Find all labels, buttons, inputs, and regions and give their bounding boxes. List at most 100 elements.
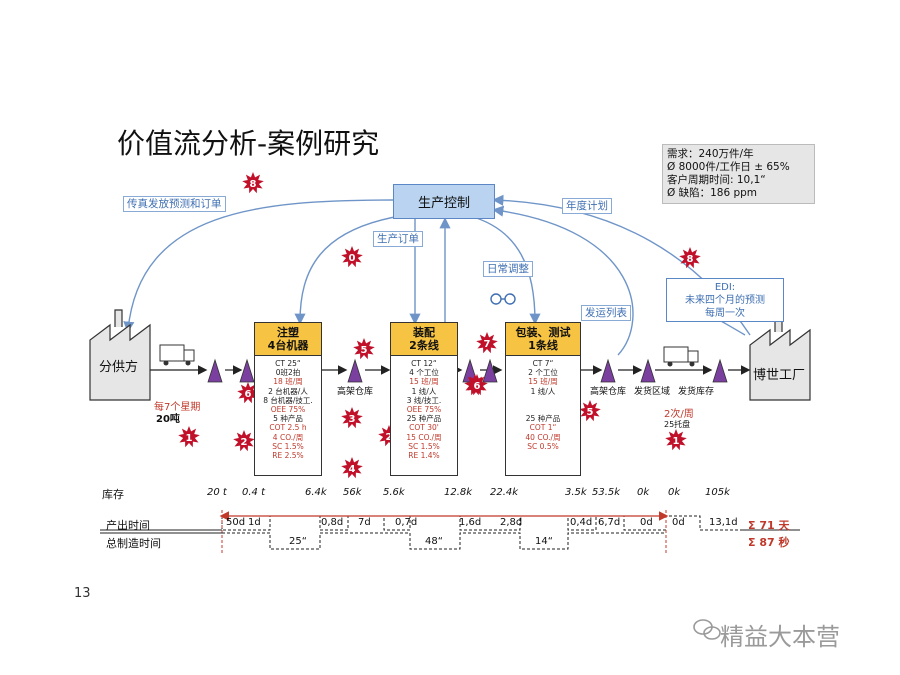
process-data-line bbox=[506, 405, 580, 414]
kaizen-burst-shape bbox=[353, 338, 375, 360]
inventory-triangles bbox=[207, 358, 728, 383]
lead-time-value: 1d bbox=[248, 517, 261, 528]
process-name: 注塑 bbox=[277, 326, 299, 339]
inventory-triangle bbox=[600, 358, 616, 383]
lead-time-value: 0,4d bbox=[570, 517, 593, 528]
shipping-to-control-arrow bbox=[492, 205, 634, 356]
kaizen-burst: 5 bbox=[579, 400, 601, 422]
lead-time-value: 0,7d bbox=[395, 517, 418, 528]
kaizen-burst-number: 8 bbox=[250, 179, 257, 190]
process-data-line: 1 线/人 bbox=[530, 386, 556, 396]
watermark-text: 精益大本营 bbox=[720, 623, 840, 651]
process-data-line: CT 25“ bbox=[275, 359, 301, 368]
edi-line: 未来四个月的预测 bbox=[685, 295, 765, 306]
customer-factory-icon bbox=[749, 314, 811, 401]
edi-line: 每周一次 bbox=[705, 308, 745, 319]
kaizen-burst: 8 bbox=[242, 172, 264, 194]
lead-time-label: 产出时间 bbox=[106, 519, 150, 532]
production-control-box: 生产控制 bbox=[393, 184, 495, 219]
kaizen-burst: 0 bbox=[341, 246, 363, 268]
shipping-area-label: 发货区域 bbox=[634, 387, 671, 397]
cycle-time-value: 14“ bbox=[535, 536, 553, 547]
process-sub: 4台机器 bbox=[267, 339, 309, 352]
production-order-label: 生产订单 bbox=[373, 231, 423, 247]
kaizen-burst-number: 2 bbox=[241, 437, 248, 448]
kaizen-burst-shape bbox=[579, 400, 601, 422]
process-data-line: 4 个工位 bbox=[409, 368, 439, 378]
process-data-line: OEE 75% bbox=[270, 405, 306, 415]
inventory-value: 5.6k bbox=[383, 487, 405, 498]
process-sub: 1条线 bbox=[528, 339, 558, 352]
lead-time-value: 1,6d bbox=[459, 517, 482, 528]
process-name: 装配 bbox=[413, 326, 435, 339]
inventory-value: 0k bbox=[668, 487, 681, 498]
lead-time-value: 7d bbox=[358, 517, 371, 528]
edi-line: EDI: bbox=[714, 282, 736, 293]
process-data-line: 4 CO./周 bbox=[272, 432, 304, 442]
process-data-line: COT 2.5 h bbox=[269, 423, 307, 433]
inventory-value: 3.5k bbox=[565, 487, 587, 498]
warehouse-label-2: 高架仓库 bbox=[590, 387, 627, 397]
kaizen-burst-shape bbox=[233, 430, 255, 452]
kaizen-burst: 1 bbox=[178, 426, 200, 448]
lead-time-value: 2,8d bbox=[500, 517, 523, 528]
process-data-line: COT 1“ bbox=[529, 423, 557, 433]
process-data-line: 5 种产品 bbox=[273, 414, 303, 424]
demand-line: 客户周期时间: 10,1“ bbox=[667, 174, 766, 186]
kaizen-burst-shape bbox=[679, 247, 701, 269]
supplier-frequency: 每7个星期 bbox=[154, 402, 201, 413]
kaizen-burst-number: 5 bbox=[361, 345, 368, 356]
kaizen-burst-shape bbox=[665, 429, 687, 451]
demand-line: Ø 缺陷：186 ppm bbox=[667, 187, 758, 199]
inventory-value: 105k bbox=[705, 487, 730, 498]
page-title: 价值流分析-案例研究 bbox=[117, 127, 380, 160]
kaizen-bursts: 808162353426751 bbox=[178, 172, 701, 479]
kaizen-burst: 6 bbox=[237, 382, 259, 404]
process-data-line: RE 1.4% bbox=[408, 451, 440, 461]
inventory-value: 12.8k bbox=[444, 487, 473, 498]
process-data-line: CT 7“ bbox=[532, 359, 554, 368]
process-data-line: 25 种产品 bbox=[525, 414, 561, 424]
kaizen-burst-number: 1 bbox=[186, 433, 193, 444]
supplier-factory-icon bbox=[89, 309, 151, 401]
process-data-line bbox=[506, 396, 580, 405]
total-lead-time: Σ 71 天 bbox=[748, 519, 790, 532]
shipping-list-label: 发运列表 bbox=[581, 305, 631, 321]
lead-time-value: 0d bbox=[672, 517, 685, 528]
process-data-line: 15 班/周 bbox=[409, 377, 439, 387]
kaizen-burst: 6 bbox=[466, 374, 488, 396]
kaizen-burst-number: 3 bbox=[349, 414, 356, 425]
inventory-triangle bbox=[640, 358, 656, 383]
inventory-triangle bbox=[712, 358, 728, 383]
kaizen-burst-number: 6 bbox=[474, 381, 481, 392]
lead-time-line bbox=[100, 510, 800, 555]
inventory-triangle bbox=[482, 358, 498, 383]
demand-line: 需求：240万件/年 bbox=[667, 148, 754, 160]
demand-line: Ø 8000件/工作日 ± 65% bbox=[667, 161, 790, 173]
process-data-line: CT 12“ bbox=[411, 359, 437, 368]
inventory-value: 0k bbox=[637, 487, 650, 498]
annual-plan-label: 年度计划 bbox=[562, 198, 612, 214]
cycle-time-value: 25“ bbox=[289, 536, 307, 547]
kaizen-burst-shape bbox=[341, 407, 363, 429]
lead-time-value: 50d bbox=[226, 517, 246, 528]
control-to-pack-arrow bbox=[469, 215, 541, 325]
supplier-name: 分供方 bbox=[99, 360, 139, 375]
inventory-value: 0.4 t bbox=[242, 487, 266, 498]
kaizen-burst-number: 7 bbox=[484, 339, 491, 350]
lead-time-value: 13,1d bbox=[709, 517, 738, 528]
page-number: 13 bbox=[74, 586, 91, 601]
kaizen-burst-number: 5 bbox=[587, 407, 594, 418]
lead-time-value: 0,8d bbox=[321, 517, 344, 528]
process-data-line: SC 1.5% bbox=[408, 441, 440, 451]
process-data-line: 15 班/周 bbox=[528, 377, 558, 387]
wechat-icon bbox=[693, 619, 721, 640]
warehouse-label-1: 高架仓库 bbox=[337, 387, 374, 397]
kaizen-burst-number: 0 bbox=[349, 253, 356, 264]
